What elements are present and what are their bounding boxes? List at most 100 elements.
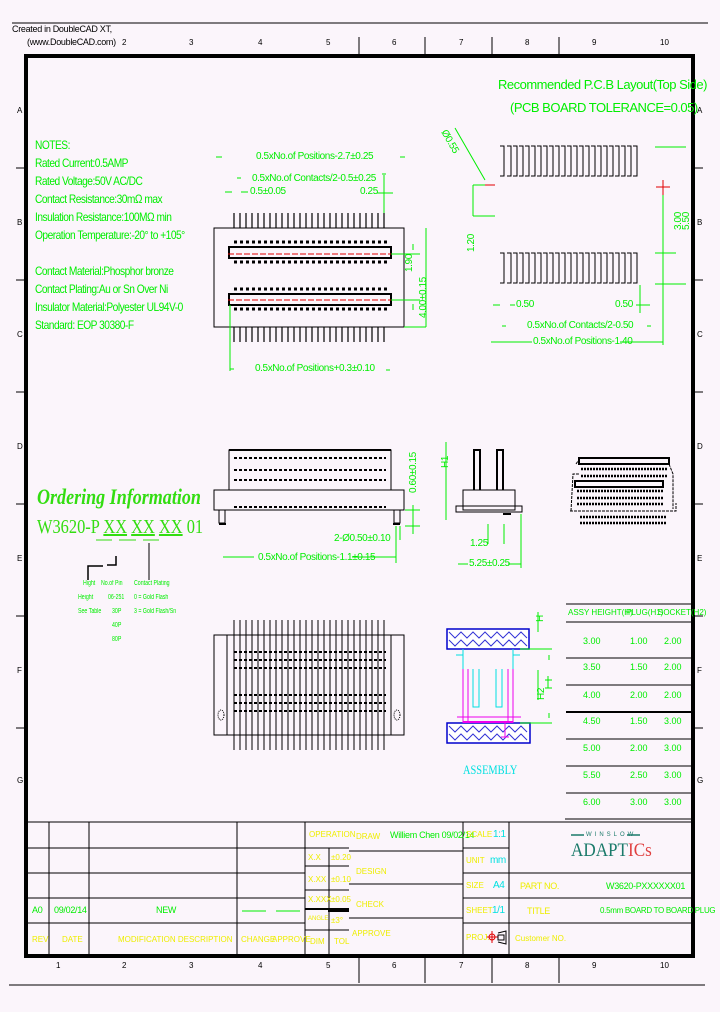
grid-col-label: 10 xyxy=(660,961,669,970)
tol-label: DIM xyxy=(310,937,325,946)
part-no-value: W3620-PXXXXXX01 xyxy=(606,881,686,891)
notes-title: NOTES: xyxy=(35,138,70,152)
rev-value: A0 xyxy=(32,905,43,915)
title-value: 0.5mm BOARD TO BOARD PLUG xyxy=(600,906,716,915)
rev-header-rev: REV xyxy=(32,935,49,944)
dim-pcb-050-left: 0.50 xyxy=(516,299,534,310)
grid-col-label: 3 xyxy=(189,961,194,970)
dim-side-060: 0.60±0.15 xyxy=(408,452,419,493)
tol-value: ±0.20 xyxy=(331,853,351,862)
tol-label: X.X xyxy=(308,853,321,862)
rev-header-description: MODIFICATION DESCRIPTION xyxy=(118,935,233,944)
pcb-layout-subtitle: (PCB BOARD TOLERANCE=0.05) xyxy=(510,100,698,115)
option-label-height: Hight xyxy=(83,580,96,587)
position-option: 06-251 xyxy=(108,594,125,601)
height-option: Height xyxy=(78,594,94,601)
title-label: TITLE xyxy=(527,906,551,916)
title-block-lines xyxy=(26,818,693,956)
approve-label: APPROVE xyxy=(352,929,391,938)
sheet-label: SHEET xyxy=(466,906,493,915)
tol-value: TOL xyxy=(334,937,350,946)
size-label: SIZE xyxy=(466,881,484,890)
drawn-value: Williem Chen 09/02/14 xyxy=(390,830,475,840)
note-item: Contact Material:Phosphor bronze xyxy=(35,264,174,278)
rev-header-approve: APPROVE xyxy=(272,935,311,944)
grid-col-label: 7 xyxy=(459,961,464,970)
grid-col-label: 8 xyxy=(525,38,530,47)
unit-label: UNIT xyxy=(466,856,485,865)
grid-row-label: F xyxy=(17,666,22,675)
grid-col-label: 6 xyxy=(392,38,397,47)
plating-option: 0 = Gold Flash xyxy=(134,594,169,601)
ordering-title: Ordering Information xyxy=(37,484,201,509)
part-field-plating: XX xyxy=(158,516,183,538)
grid-col-label: 4 xyxy=(258,961,263,970)
grid-row-label: E xyxy=(697,554,703,563)
dim-top-bottom: 0.5xNo.of Positions+0.3±0.10 xyxy=(255,363,375,374)
rev-description: NEW xyxy=(156,905,177,915)
dim-pcb-050-right: 0.50 xyxy=(615,299,633,310)
part-prefix: W3620-P xyxy=(37,516,100,538)
grid-col-label: 7 xyxy=(459,38,464,47)
note-item: Insulator Material:Polyester UL94V-0 xyxy=(35,300,183,314)
note-item: Contact Resistance:30mΩ max xyxy=(35,192,163,206)
assembly-drawing xyxy=(446,612,552,744)
grid-col-label: 4 xyxy=(258,38,263,47)
grid-row-label: C xyxy=(697,330,703,339)
col-header: ASSY HEIGHT(H) xyxy=(568,608,633,617)
rev-date: 09/02/14 xyxy=(54,905,87,915)
option-label-plating: Contact Plating xyxy=(134,580,170,587)
dim-pcb-contacts: 0.5xNo.of Contacts/2-0.50 xyxy=(527,320,634,331)
part-number-format: W3620-P XX XX XX 01 xyxy=(37,516,203,539)
rev-header-date: DATE xyxy=(62,935,83,944)
dim-side-h1: H1 xyxy=(440,456,451,468)
pcb-layout-title: Recommended P.C.B Layout(Top Side) xyxy=(498,77,707,92)
bottom-view-connector xyxy=(213,620,405,750)
scale-value: 1:1 xyxy=(493,829,506,840)
grid-row-label: E xyxy=(17,554,23,563)
dim-side-125: 1.25 xyxy=(470,538,488,549)
grid-col-label: 2 xyxy=(122,38,127,47)
grid-col-label: 6 xyxy=(392,961,397,970)
note-item xyxy=(35,244,185,262)
grid-col-label: 9 xyxy=(592,961,597,970)
scale-label: SCALE xyxy=(466,830,493,839)
dim-top-positions: 0.5xNo.of Positions-2.7±0.25 xyxy=(256,151,374,162)
grid-col-label: 3 xyxy=(189,38,194,47)
position-option: 30P xyxy=(112,608,122,615)
dim-assembly-h2: H2 xyxy=(536,688,547,700)
grid-col-label: 5 xyxy=(326,961,331,970)
dim-top-190: 1.90 xyxy=(404,254,415,272)
size-value: A4 xyxy=(493,880,505,891)
customer-no-label: Customer NO. xyxy=(515,934,567,943)
dim-top-025: 0.25 xyxy=(360,186,378,197)
grid-col-label: 5 xyxy=(326,38,331,47)
plating-option: 3 = Gold Flash/Sn xyxy=(134,608,177,615)
side-view-connector xyxy=(455,449,523,515)
dim-assembly-h: H xyxy=(535,615,546,622)
notes-block: NOTES: Rated Current:0.5AMP Rated Voltag… xyxy=(35,136,211,334)
part-suffix: 01 xyxy=(186,516,204,538)
unit-value: mm xyxy=(490,855,506,866)
design-label: DESIGN xyxy=(356,867,387,876)
grid-row-label: D xyxy=(17,442,23,451)
pcb-layout-pads xyxy=(500,145,638,284)
tol-label: X.XXX xyxy=(308,895,332,904)
note-item: Contact Plating:Au or Sn Over Ni xyxy=(35,282,168,296)
grid-row-label: A xyxy=(697,106,703,115)
grid-col-label: 8 xyxy=(525,961,530,970)
grid-row-label: C xyxy=(17,330,23,339)
dim-top-pitch: 0.5±0.05 xyxy=(250,186,286,197)
grid-row-label: B xyxy=(697,218,703,227)
assembly-label: ASSEMBLY xyxy=(463,762,518,777)
grid-col-label: 1 xyxy=(56,961,61,970)
tol-label: X.XX xyxy=(308,875,327,884)
note-item: Operation Temperature:-20° to +105° xyxy=(35,228,185,242)
check-label: CHECK xyxy=(356,900,385,909)
rev-header-change: CHANGE xyxy=(241,935,276,944)
top-view-connector xyxy=(213,213,405,342)
height-option: See Table xyxy=(78,608,102,615)
projection-symbol-icon xyxy=(486,930,507,945)
grid-row-label: G xyxy=(17,776,24,785)
grid-col-label: 9 xyxy=(592,38,597,47)
